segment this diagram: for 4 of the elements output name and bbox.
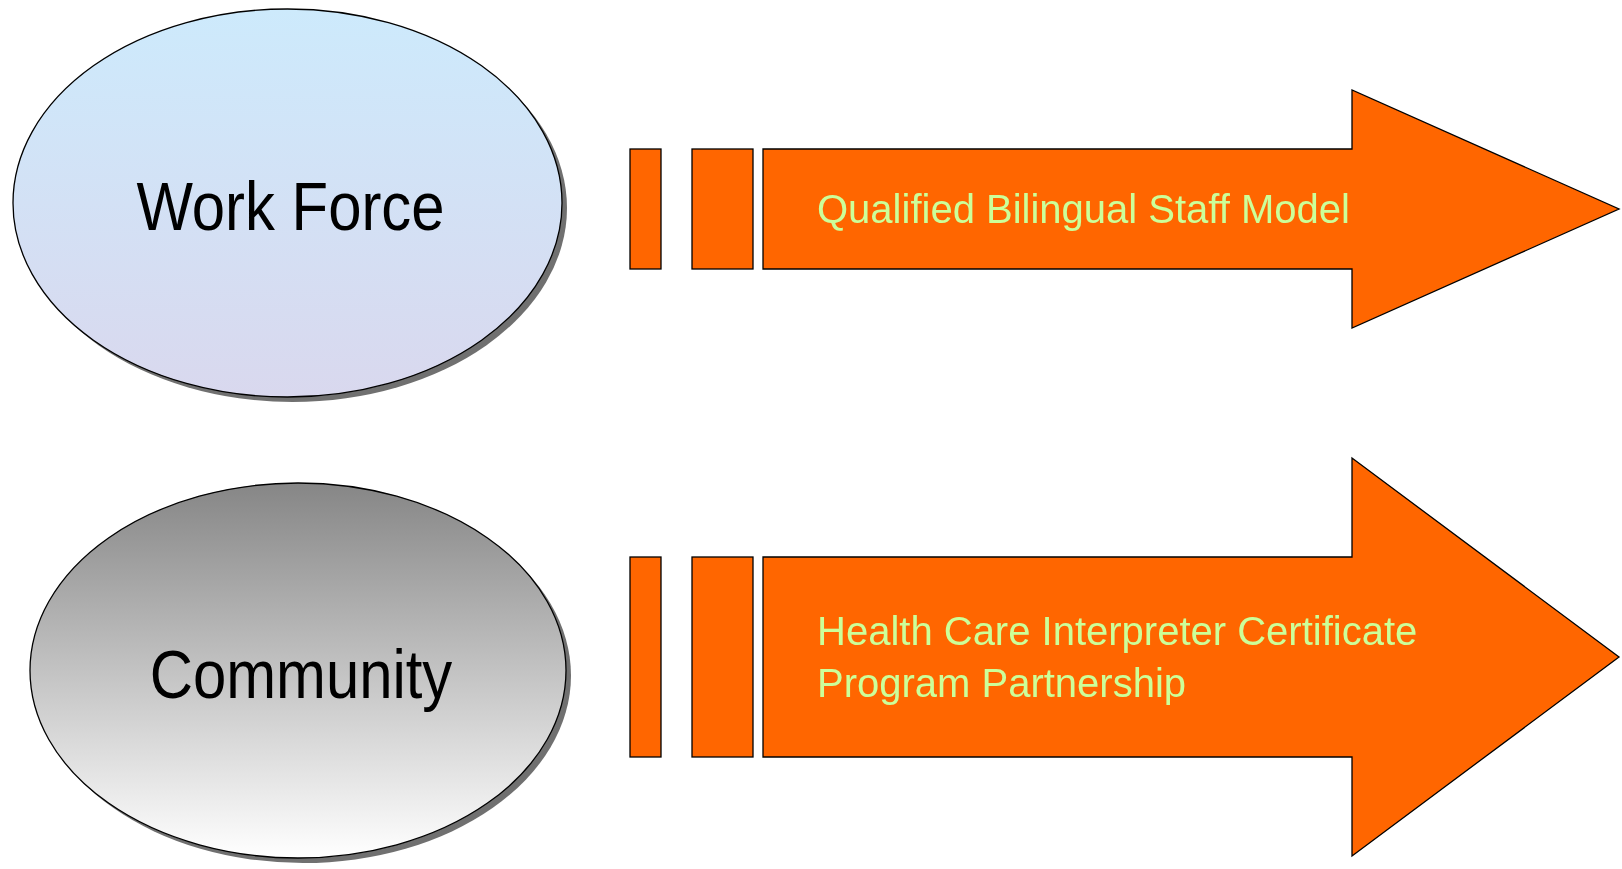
arrow-label: Health Care Interpreter Certificate Program Partnership bbox=[817, 608, 1419, 707]
arrow-label: Qualified Bilingual Staff Model bbox=[817, 186, 1351, 233]
ellipse-label: Community bbox=[148, 634, 454, 713]
ellipse-label: Work Force bbox=[135, 167, 446, 245]
